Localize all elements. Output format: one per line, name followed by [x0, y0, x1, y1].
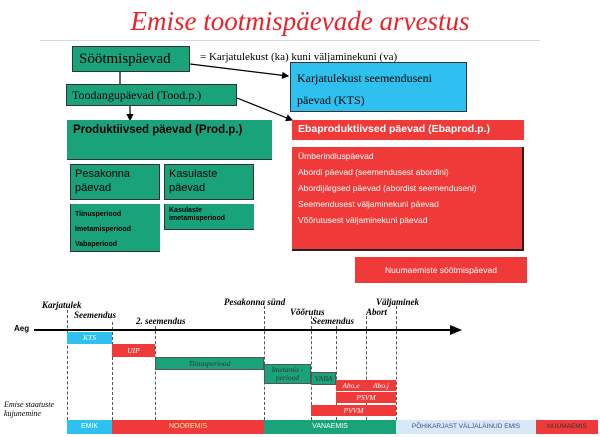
arrow-sootmis-to-kts [189, 63, 290, 79]
bar-abo-j: Abo.j [366, 380, 396, 391]
pesakonna-box: Pesakonna päevad [70, 164, 160, 200]
kts-line-2: päevad (KTS) [297, 93, 365, 107]
bar-abo-e: Abo.e [336, 380, 366, 391]
event-line [155, 326, 156, 420]
event-line [264, 306, 265, 420]
sootmispaevad-equation: = Karjatulekust (ka) kuni väljaminekuni … [200, 51, 398, 63]
ebaproduktiivsed-label: Ebaproduktiivsed päevad (Ebaprod.p.) [298, 123, 490, 135]
arrow-tood-to-ebaprod [236, 97, 294, 122]
bar-kts: KTS [67, 332, 112, 344]
produktiivsed-box: Produktiivsed päevad (Prod.p.) [67, 120, 272, 160]
event-seemendus-2: Seemendus [312, 316, 355, 326]
ebaprod-item: Seemendusest väljaminekuni päevad [298, 199, 439, 209]
ebaproduktiivsed-box: Ebaproduktiivsed päevad (Ebaprod.p.) [292, 120, 524, 140]
event-line [311, 316, 312, 420]
produktiivsed-label: Produktiivsed päevad (Prod.p.) [73, 124, 243, 136]
bar-pvvm: PVVM [311, 405, 396, 416]
status-emik: EMIK [67, 420, 112, 434]
event-valjaminek: Väljaminek [376, 297, 420, 307]
event-line [112, 322, 113, 420]
status-nuumaemis: NUUMAEMIS [536, 420, 598, 434]
event-line [67, 310, 68, 420]
axis-label: Aeg [14, 324, 30, 333]
kasulaste-item: Kasulaste imetamisperiood [169, 207, 226, 222]
bar-uip: UIP [112, 344, 155, 357]
bar-vaba: VABA [311, 372, 336, 385]
kasulaste-box: Kasulaste päevad [164, 164, 254, 200]
page-title: Emise tootmispäevade arvestus [130, 6, 470, 36]
sootmispaevad-box: Söötmispäevad [72, 46, 190, 72]
pesakonna-item: Vabaperiood [75, 241, 118, 248]
event-line [366, 316, 367, 420]
pesakonna-label: Pesakonna päevad [75, 168, 131, 194]
time-axis [34, 325, 462, 335]
toodangupaevad-box: Toodangupäevad (Tood.p.) [66, 84, 237, 106]
kasulaste-items-box: Kasulaste imetamisperiood [164, 204, 254, 230]
kts-box: Karjatulekust seemenduseni päevad (KTS) [290, 62, 467, 112]
pesakonna-item: Tiinusperiood [75, 211, 122, 218]
ebaprod-item: Abordijärgsed päevad (abordist seemendus… [298, 183, 477, 193]
event-voorutus: Võõrutus [290, 307, 325, 317]
title-divider [40, 40, 540, 41]
pesakonna-items-box: Tiinusperiood Imetamisperiood Vabaperioo… [70, 204, 160, 252]
kts-line-1: Karjatulekust seemenduseni [297, 71, 432, 85]
bar-psvm: PSVM [336, 392, 396, 403]
status-label: Emise staatuste kujunemine [4, 400, 54, 418]
event-line [336, 326, 337, 420]
top-connectors [119, 63, 294, 122]
ebaprod-item: Abordi päevad (seemendusest abordini) [298, 167, 449, 177]
ebaproduktiivsed-items-box: Ümberindluspäevad Abordi päevad (seemend… [292, 147, 524, 251]
bar-imetamisperiood: Imetamis -periood [264, 364, 311, 384]
event-karjatulek: Karjatulek [42, 300, 82, 310]
event-abort: Abort [366, 307, 388, 317]
ebaprod-item: Võõrutusest väljaminekuni päevad [298, 215, 428, 225]
toodangupaevad-label: Toodangupäevad (Tood.p.) [72, 87, 202, 102]
event-pesakonna-synd: Pesakonna sünd [224, 297, 286, 307]
kasulaste-label: Kasulaste päevad [169, 168, 218, 194]
ebaprod-item: Ümberindluspäevad [298, 151, 374, 161]
sootmispaevad-label: Söötmispäevad [79, 50, 171, 67]
status-nooremis: NOOREMIS [112, 420, 264, 434]
event-line [396, 306, 397, 420]
event-seemendus-1: Seemendus [74, 310, 117, 320]
bar-tiinusperiood: Tiinusperiood [155, 357, 264, 370]
nuumaemiste-box: Nuumaemiste söötmispäevad [355, 257, 527, 283]
nuumaemiste-label: Nuumaemiste söötmispäevad [385, 265, 497, 275]
event-2-seemendus: 2. seemendus [136, 316, 186, 326]
pesakonna-item: Imetamisperiood [75, 226, 132, 233]
status-pohikarjast: PÕHIKARJAST VÄLJALÄINUD EMIS [396, 420, 536, 434]
status-vanaemis: VANAEMIS [264, 420, 396, 434]
